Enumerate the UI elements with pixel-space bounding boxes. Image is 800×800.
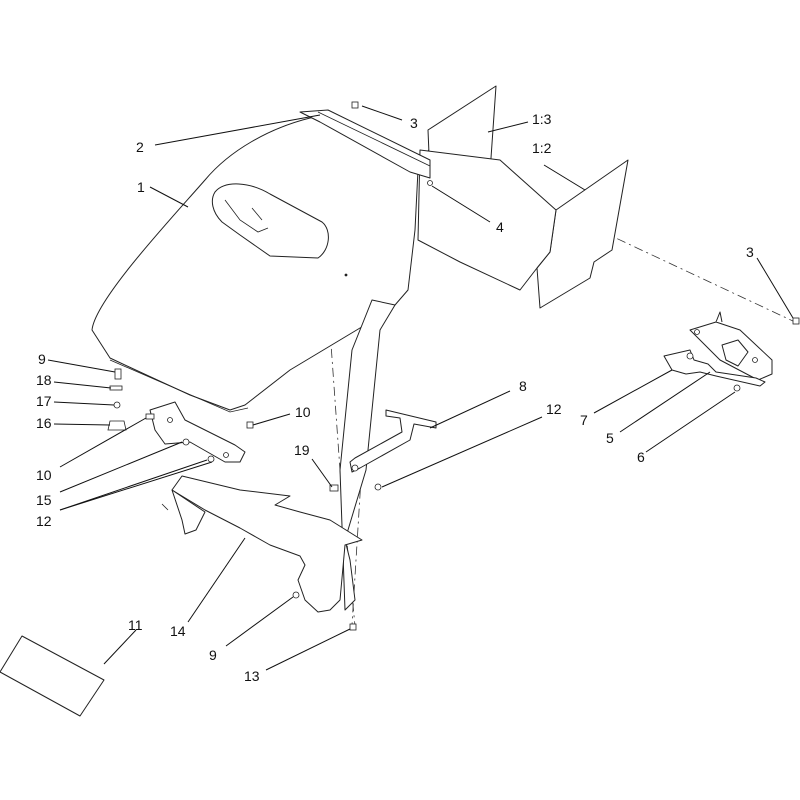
callout-3-right: 3 — [746, 244, 754, 260]
decal — [0, 635, 105, 717]
callout-1-2: 1:2 — [532, 140, 552, 156]
callout-11: 11 — [128, 617, 143, 633]
callout-2: 2 — [136, 139, 144, 155]
callout-1-3: 1:3 — [532, 111, 552, 127]
callout-5: 5 — [606, 430, 614, 446]
callout-15: 15 — [36, 492, 52, 508]
callout-19: 19 — [294, 442, 310, 458]
callout-9-top: 9 — [38, 351, 46, 367]
callout-labels: 1 2 3 3 4 5 6 7 8 9 9 10 10 11 12 12 13 … — [36, 111, 754, 684]
callout-8: 8 — [519, 378, 527, 394]
callout-12-right: 12 — [546, 401, 562, 417]
hood-hinge-bracket — [149, 401, 246, 463]
callout-1: 1 — [137, 179, 145, 195]
callout-13: 13 — [244, 668, 260, 684]
leader-lines — [47, 105, 794, 671]
callout-10-left: 10 — [36, 467, 52, 483]
lower-front-panel — [161, 475, 363, 613]
lower-hardware — [292, 591, 357, 631]
callout-12-left: 12 — [36, 513, 52, 529]
latch-assembly — [663, 311, 773, 392]
callout-7: 7 — [580, 412, 588, 428]
hood — [91, 109, 431, 413]
callout-18: 18 — [36, 372, 52, 388]
bracket — [329, 409, 437, 492]
callout-10-right: 10 — [295, 404, 311, 420]
callout-14: 14 — [170, 623, 186, 639]
callout-4: 4 — [496, 219, 504, 235]
callout-16: 16 — [36, 415, 52, 431]
callout-17: 17 — [36, 393, 52, 409]
callout-3-top: 3 — [410, 115, 418, 131]
callout-9-bottom: 9 — [209, 647, 217, 663]
callout-6: 6 — [637, 449, 645, 465]
